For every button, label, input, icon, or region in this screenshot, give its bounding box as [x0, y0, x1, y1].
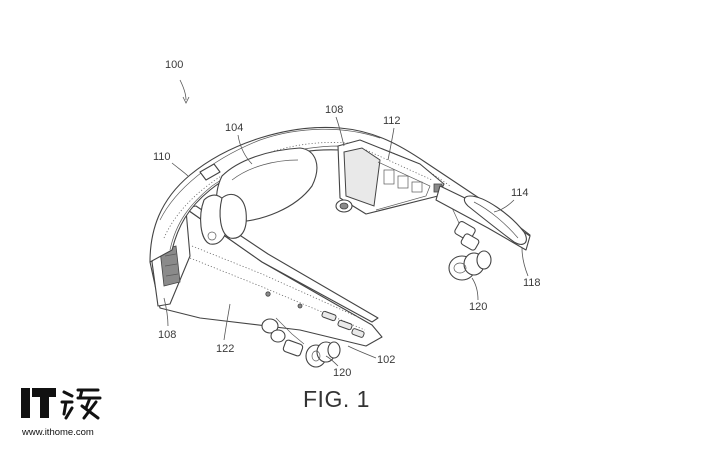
label-108-upper: 108 [325, 104, 343, 116]
ithome-logo-icon [21, 388, 102, 420]
label-118: 118 [523, 277, 541, 289]
figure-caption: FIG. 1 [303, 386, 370, 412]
label-120-right: 120 [469, 301, 487, 313]
right-temple-arm [435, 185, 531, 251]
label-100: 100 [165, 59, 183, 71]
reference-labels: 100 104 110 108 112 114 118 120 [153, 59, 541, 379]
label-122: 122 [216, 343, 234, 355]
right-earpiece [448, 207, 492, 281]
lens-visor [200, 147, 318, 245]
label-110: 110 [153, 151, 171, 163]
left-earpiece [261, 317, 341, 368]
label-120-bottom: 120 [333, 367, 351, 379]
label-112: 112 [383, 115, 401, 127]
label-104: 104 [225, 122, 243, 134]
label-102: 102 [377, 354, 395, 366]
right-hinge-module [335, 139, 445, 215]
label-108-lower: 108 [158, 329, 176, 341]
watermark-url: www.ithome.com [22, 427, 94, 438]
ithome-watermark: www.ithome.com [20, 384, 110, 444]
label-114: 114 [511, 187, 529, 199]
